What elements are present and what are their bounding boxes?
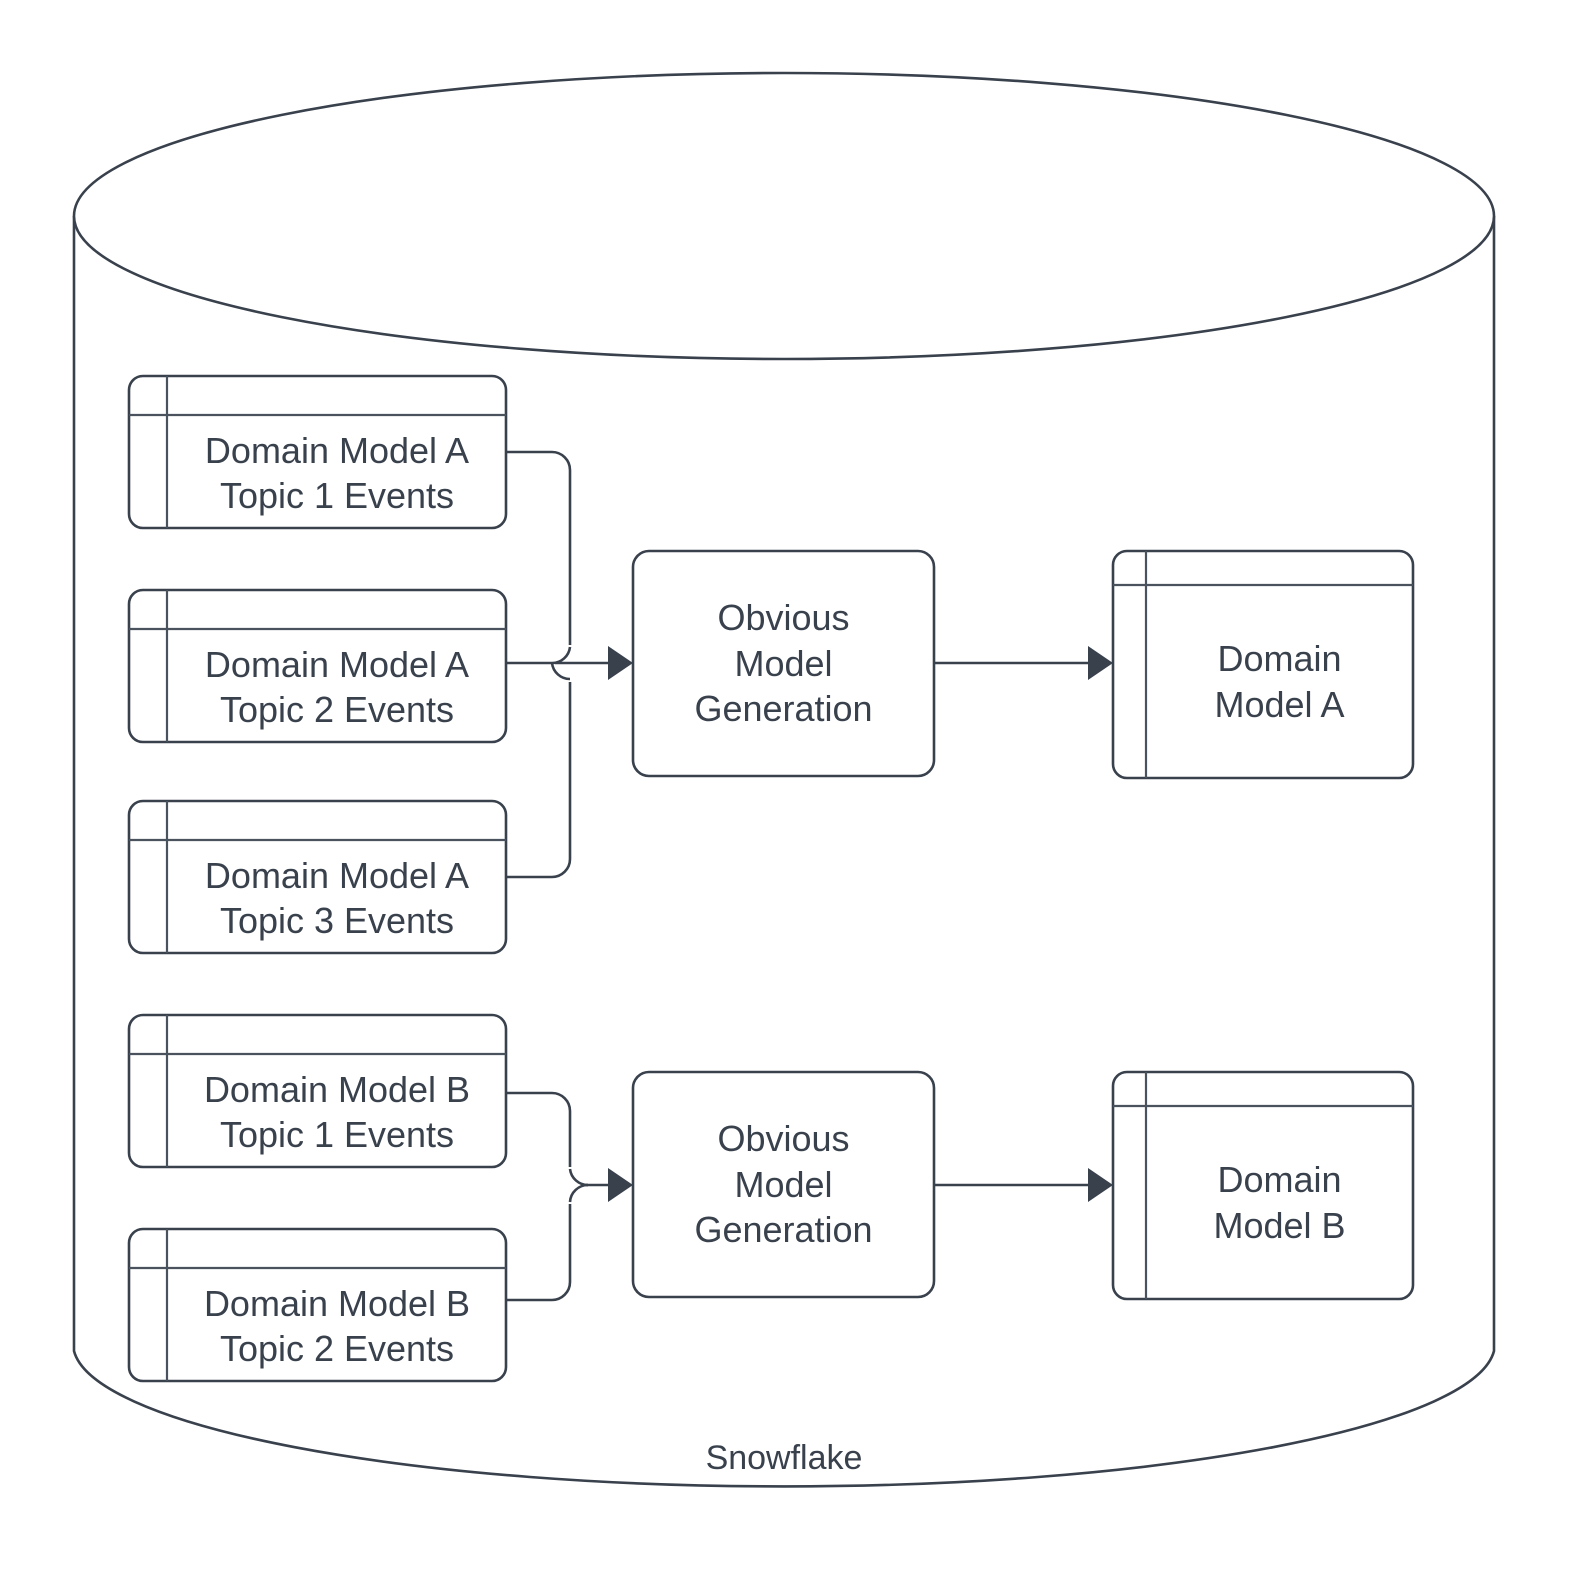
arrowhead-b-out xyxy=(1088,1168,1113,1202)
connector-a-topic-1 xyxy=(507,450,572,645)
table-icon-b-topic-1[interactable] xyxy=(127,1013,508,1169)
connector-b-topic-1 xyxy=(507,1091,572,1167)
arrowhead-a-out xyxy=(1088,646,1113,680)
connector-a-topic-2 xyxy=(507,646,633,681)
table-icon-b-topic-2[interactable] xyxy=(127,1227,508,1383)
connector-a-topic-3 xyxy=(507,682,572,879)
connector-b-topic-2 xyxy=(507,1204,572,1302)
table-icon-a-topic-1[interactable] xyxy=(127,374,508,530)
arrowhead-b-in xyxy=(608,1168,633,1202)
connector-a-process-to-result xyxy=(934,646,1113,680)
connector-b-merge xyxy=(568,1168,633,1203)
table-icon-a-topic-2[interactable] xyxy=(127,588,508,744)
table-icon-a-topic-3[interactable] xyxy=(127,799,508,955)
table-icon-result-b[interactable] xyxy=(1111,1070,1415,1301)
process-box-a[interactable] xyxy=(631,549,936,778)
connector-b-process-to-result xyxy=(934,1168,1113,1202)
table-icon-result-a[interactable] xyxy=(1111,549,1415,780)
snowflake-cylinder xyxy=(72,71,1496,1488)
arrowhead-a-in xyxy=(608,646,633,680)
process-box-b[interactable] xyxy=(631,1070,936,1299)
